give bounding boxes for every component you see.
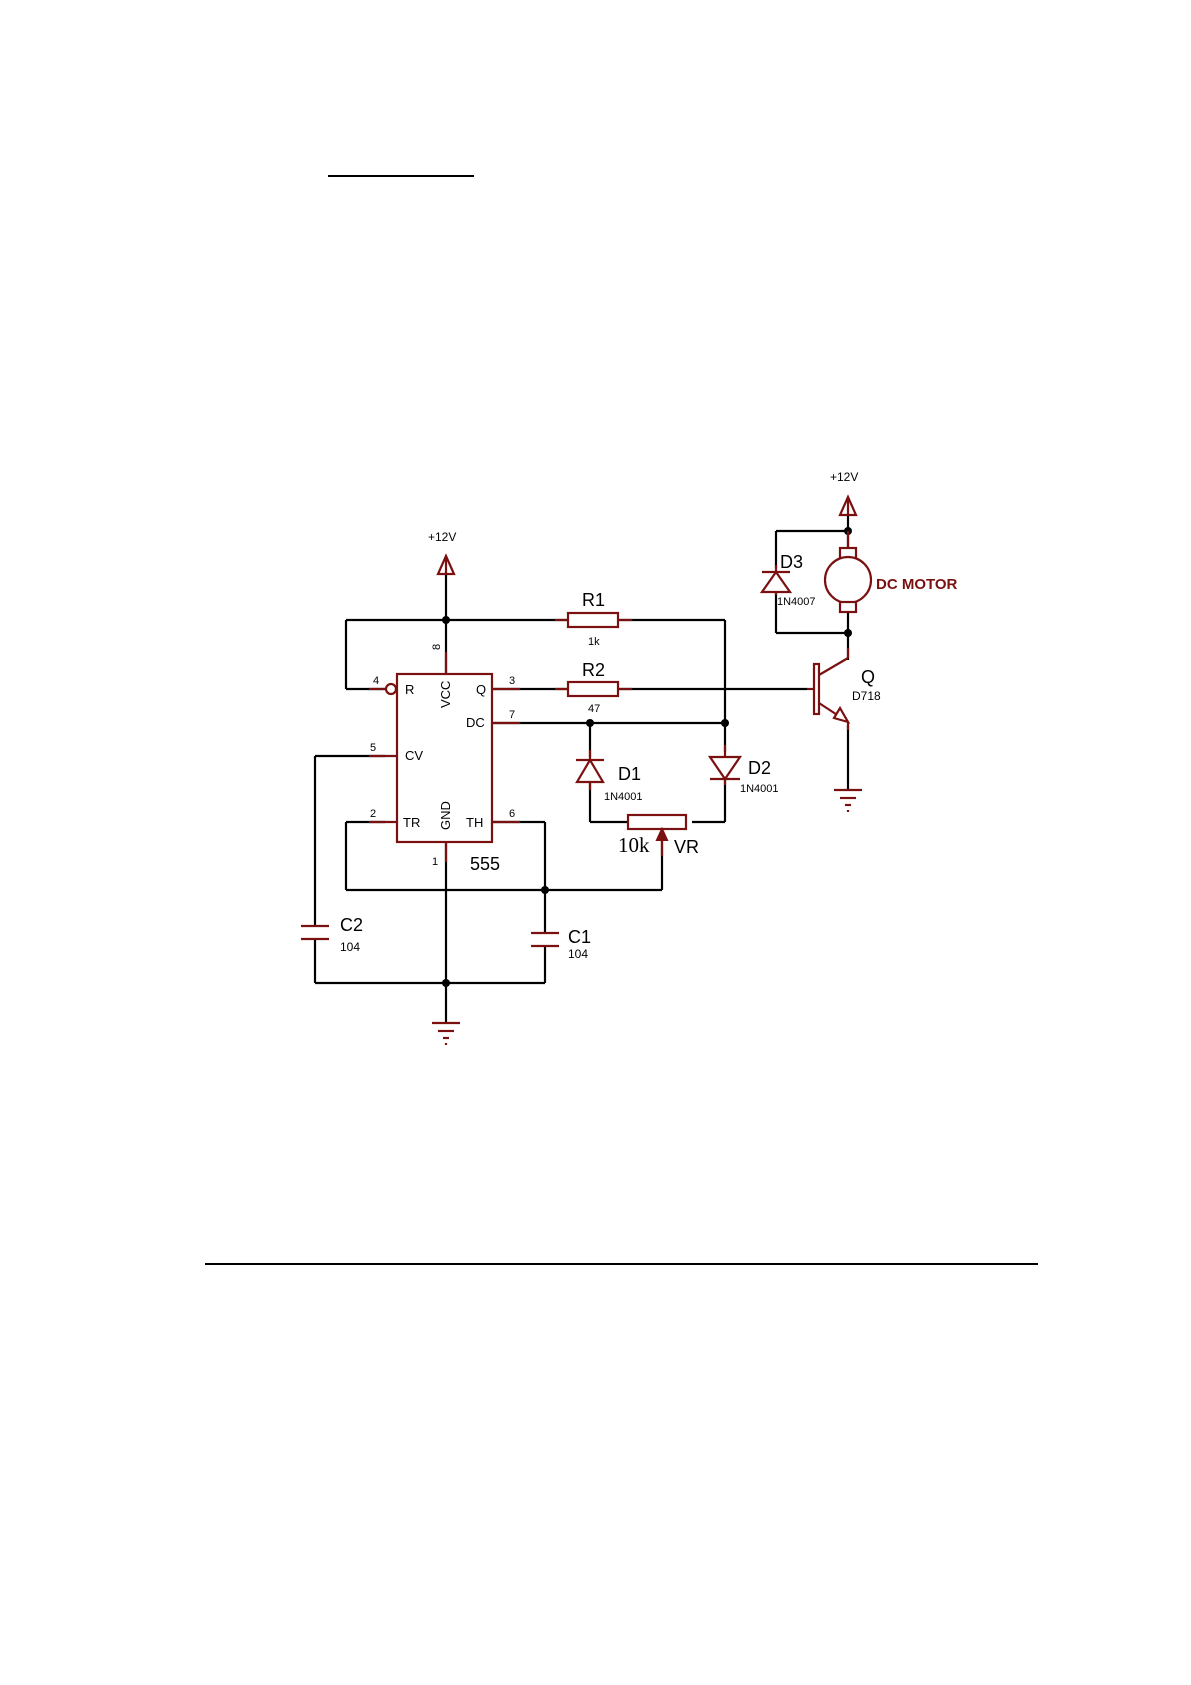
d1-part: 1N4001 — [604, 791, 643, 803]
ic-name: 555 — [470, 854, 500, 874]
pin-number-4: 4 — [373, 675, 379, 687]
diode-triangle — [710, 757, 740, 779]
pin-number-1: 1 — [432, 856, 438, 868]
diode-d3: D3 1N4007 — [762, 552, 816, 608]
ground-left — [432, 1023, 460, 1045]
r2-value: 47 — [588, 703, 600, 715]
pin-number-6: 6 — [509, 808, 515, 820]
junction-dot — [442, 979, 450, 987]
diode-triangle — [762, 572, 790, 592]
capacitor-c1: C1 104 — [531, 927, 591, 961]
ic-555: R Q DC CV TR TH VCC GND 4 8 3 7 5 2 6 1 … — [369, 644, 520, 874]
pin-label-cv: CV — [405, 748, 423, 763]
motor-label: DC MOTOR — [876, 576, 958, 593]
transistor-base-bar — [814, 664, 819, 714]
motor-brush-bottom — [840, 602, 856, 612]
c2-name: C2 — [340, 915, 363, 935]
reset-bubble — [386, 684, 396, 694]
supply-right: +12V — [830, 470, 858, 515]
d2-part: 1N4001 — [740, 783, 779, 795]
potentiometer-vr: 10k VR — [618, 815, 699, 857]
capacitor-c2: C2 104 — [301, 915, 363, 954]
emitter-arrow-icon — [834, 708, 848, 722]
c1-name: C1 — [568, 927, 591, 947]
junction-dot — [586, 719, 594, 727]
vr-value: 10k — [618, 833, 650, 857]
resistor-r2: R2 47 — [555, 660, 632, 715]
resistor-body — [568, 682, 618, 696]
d1-name: D1 — [618, 764, 641, 784]
q-part: D718 — [852, 689, 881, 703]
pin-label-th: TH — [466, 815, 483, 830]
d3-name: D3 — [780, 552, 803, 572]
r1-name: R1 — [582, 590, 605, 610]
pin-label-gnd: GND — [438, 801, 453, 830]
diode-triangle — [577, 760, 603, 782]
diode-d2: D2 1N4001 — [710, 745, 779, 795]
q-name: Q — [861, 667, 875, 687]
pin-number-2: 2 — [370, 808, 376, 820]
junction-dot — [541, 886, 549, 894]
pin-number-3: 3 — [509, 675, 515, 687]
c2-value: 104 — [340, 940, 360, 954]
r2-name: R2 — [582, 660, 605, 680]
pin-label-r: R — [405, 682, 414, 697]
junction-dot — [442, 616, 450, 624]
supply-left-label: +12V — [428, 530, 456, 544]
supply-left: +12V — [428, 530, 456, 574]
resistor-body — [568, 613, 618, 627]
c1-value: 104 — [568, 947, 588, 961]
pin-label-dc: DC — [466, 715, 485, 730]
ground-right — [834, 790, 862, 812]
motor-icon — [825, 557, 871, 603]
resistor-r1: R1 1k — [555, 590, 632, 648]
junction-dot — [721, 719, 729, 727]
pin-number-5: 5 — [370, 742, 376, 754]
wiper-arrow-icon — [657, 829, 667, 840]
pot-body — [628, 815, 686, 829]
pin-number-7: 7 — [509, 709, 515, 721]
vr-name: VR — [674, 837, 699, 857]
r1-value: 1k — [588, 636, 600, 648]
pin-label-vcc: VCC — [438, 681, 453, 708]
supply-right-label: +12V — [830, 470, 858, 484]
pin-number-8: 8 — [431, 644, 443, 650]
dc-motor: DC MOTOR — [825, 531, 958, 612]
pin-label-tr: TR — [403, 815, 420, 830]
pin-label-q: Q — [476, 682, 486, 697]
transistor-q: Q D718 — [807, 648, 881, 730]
junction-dot — [844, 629, 852, 637]
diode-d1: D1 1N4001 — [576, 750, 643, 803]
d3-part: 1N4007 — [777, 596, 816, 608]
d2-name: D2 — [748, 758, 771, 778]
